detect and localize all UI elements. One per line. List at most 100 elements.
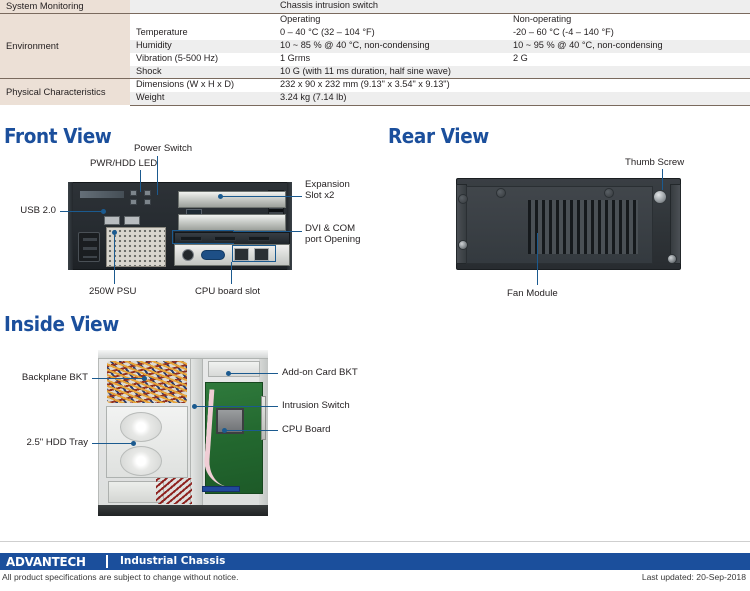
label-dvi-com-line1: DVI & COM xyxy=(305,223,356,234)
rear-screw-top-mid xyxy=(496,188,506,198)
label-fan-module: Fan Module xyxy=(507,288,558,299)
cell-nonoperating xyxy=(507,0,750,14)
cell-item xyxy=(130,0,274,14)
cpu-socket xyxy=(216,408,244,434)
cpu-board xyxy=(205,382,263,494)
rear-screw-bottom-right xyxy=(667,254,677,264)
chassis-left-bezel xyxy=(68,182,73,270)
label-cpu-board-slot: CPU board slot xyxy=(195,286,261,297)
footer-divider xyxy=(0,541,750,542)
label-expansion-slot-line2: Slot x2 xyxy=(305,190,335,201)
leader-usb xyxy=(60,211,105,213)
thumb-screw xyxy=(653,190,667,204)
leader-hdd-tray xyxy=(92,443,134,445)
table-row: Temperature 0 – 40 °C (32 – 104 °F) -20 … xyxy=(0,26,750,40)
front-view-heading: Front View xyxy=(4,124,112,148)
table-row: Vibration (5-500 Hz) 1 Grms 2 G xyxy=(0,52,750,66)
leader-psu xyxy=(114,232,116,284)
pci-connector xyxy=(202,486,240,492)
cell-item: Temperature xyxy=(130,26,274,40)
expansion-slot-1 xyxy=(178,191,286,208)
fan-module-grille xyxy=(528,200,638,254)
table-row: Humidity 10 ~ 85 % @ 40 °C, non-condensi… xyxy=(0,39,750,53)
port-opening-2 xyxy=(214,236,236,241)
cell-nonoperating xyxy=(507,78,750,92)
leader-dot-usb xyxy=(101,209,106,214)
cell-item: Weight xyxy=(130,91,274,106)
label-addon-card-bkt: Add-on Card BKT xyxy=(282,367,358,378)
leader-cpu-board xyxy=(226,430,278,432)
cell-nonoperating xyxy=(507,91,750,106)
advantech-logo-plate xyxy=(80,191,124,198)
label-expansion-slot-line1: Expansion xyxy=(305,179,350,190)
ac-power-inlet xyxy=(78,232,100,262)
cell-item: Humidity xyxy=(130,39,274,53)
usb-port-1 xyxy=(104,216,120,225)
cell-operating: Chassis intrusion switch xyxy=(274,0,507,14)
chassis-right-bezel xyxy=(287,182,292,270)
rear-right-bracket xyxy=(670,184,681,264)
wiring-harness xyxy=(107,361,187,403)
cell-item: Shock xyxy=(130,65,274,79)
table-row: Physical Characteristics Dimensions (W x… xyxy=(0,78,750,105)
cell-category: System Monitoring xyxy=(0,0,130,14)
leader-cpu-board-slot xyxy=(231,262,233,284)
backplane-bracket xyxy=(190,359,203,505)
cell-operating: 232 x 90 x 232 mm (9.13" x 3.54" x 9.13"… xyxy=(274,78,507,92)
leader-power-switch xyxy=(157,156,159,195)
dimm-slot xyxy=(261,396,266,440)
leader-addon-card-bkt xyxy=(230,373,278,375)
cell-category: Environment xyxy=(0,12,130,79)
leader-backplane-bkt xyxy=(92,378,145,380)
hdd-disc-upper xyxy=(120,412,162,442)
power-wires xyxy=(156,478,192,504)
label-hdd-tray: 2.5" HDD Tray xyxy=(26,437,88,448)
hdd-led xyxy=(144,190,151,196)
cell-nonoperating xyxy=(507,65,750,79)
cell-operating: 10 G (with 11 ms duration, half sine wav… xyxy=(274,65,507,79)
hdd-disc-lower xyxy=(120,446,162,476)
inside-bottom-edge xyxy=(98,505,268,516)
lan-port-1 xyxy=(234,248,249,261)
leader-dot-hdd-tray xyxy=(131,441,136,446)
table-row: Environment Operating Non-operating xyxy=(0,12,750,79)
add-on-card-bracket xyxy=(208,361,260,377)
expansion-slot-2 xyxy=(178,214,286,231)
label-dvi-com-line2: port Opening xyxy=(305,234,361,245)
leader-thumb-screw xyxy=(662,169,664,190)
table-row: System Monitoring Chassis intrusion swit… xyxy=(0,0,750,14)
leader-dot-psu xyxy=(112,230,117,235)
cell-operating: Operating xyxy=(274,12,507,27)
inside-view-heading: Inside View xyxy=(4,312,119,336)
cell-operating: 1 Grms xyxy=(274,52,507,66)
cell-nonoperating: -20 – 60 °C (-4 – 140 °F) xyxy=(507,26,750,40)
footer-separator xyxy=(106,555,108,568)
leader-pwr-hdd-led xyxy=(140,170,142,192)
cell-operating: 0 – 40 °C (32 – 104 °F) xyxy=(274,26,507,40)
cell-nonoperating: Non-operating xyxy=(507,12,750,27)
label-backplane-bkt: Backplane BKT xyxy=(21,372,88,383)
rear-screw-top-left xyxy=(458,194,468,204)
leader-fan-module xyxy=(537,233,539,285)
cell-category: Physical Characteristics xyxy=(0,78,130,105)
table-row: Shock 10 G (with 11 ms duration, half si… xyxy=(0,65,750,79)
port-opening-3 xyxy=(248,236,270,241)
label-pwr-hdd-led: PWR/HDD LED xyxy=(90,158,158,169)
status-led-1 xyxy=(130,199,137,205)
leader-dot-expansion-slot xyxy=(218,194,223,199)
advantech-logo: ADVANTECH xyxy=(6,554,86,569)
lan-port-2 xyxy=(254,248,269,261)
vga-port xyxy=(201,250,225,260)
rear-screw-top-right xyxy=(604,188,614,198)
label-usb: USB 2.0 xyxy=(20,205,56,216)
port-opening-1 xyxy=(180,236,202,241)
label-intrusion-switch: Intrusion Switch xyxy=(282,400,350,411)
footer-bar xyxy=(0,553,750,570)
specifications-table: System Monitoring Chassis intrusion swit… xyxy=(0,0,750,106)
leader-dvi-com xyxy=(233,231,302,233)
inside-top-edge xyxy=(98,350,268,359)
cell-nonoperating: 2 G xyxy=(507,52,750,66)
rear-view-heading: Rear View xyxy=(388,124,489,148)
cell-item xyxy=(130,12,274,27)
cell-item: Vibration (5-500 Hz) xyxy=(130,52,274,66)
